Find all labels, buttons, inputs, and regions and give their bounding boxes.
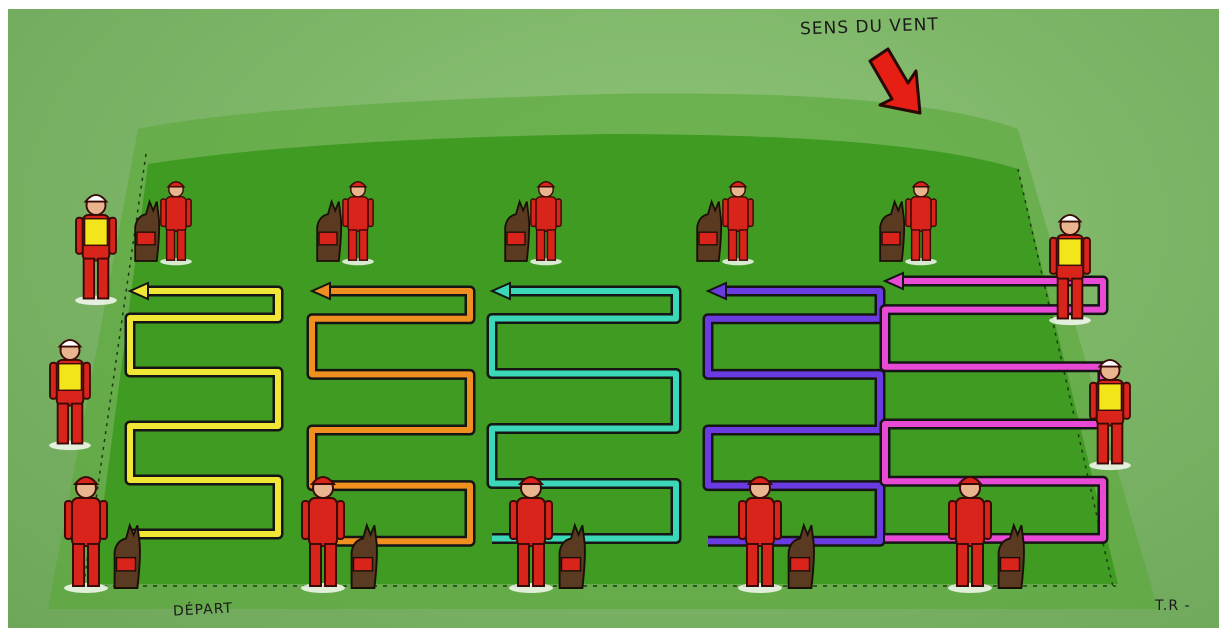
artist-signature: T.R - [1155, 598, 1191, 614]
start-label: DÉPART [173, 600, 234, 619]
field-illustration [8, 9, 1219, 628]
illustration-scene: SENS DU VENT DÉPART T.R - [8, 9, 1219, 628]
